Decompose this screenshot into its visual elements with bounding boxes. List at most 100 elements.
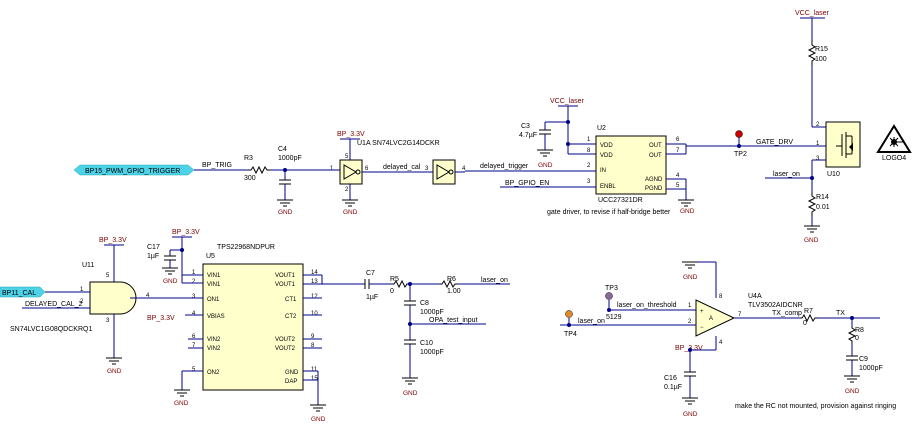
u1-num-3: 3 <box>425 166 429 172</box>
u5-pin-vout2b: VOUT2 <box>275 346 296 352</box>
gnd-c10-label: GND <box>403 390 418 397</box>
u5-ref: U5 <box>206 253 215 260</box>
u5-body <box>202 263 304 391</box>
laser-on-r6-label: laser_on <box>481 277 508 284</box>
gnd-u4-label: GND <box>683 274 698 281</box>
u4-num-1: 1 <box>688 303 692 309</box>
gnd-u5-label: GND <box>174 400 189 407</box>
tx-label: TX <box>836 310 845 317</box>
u5-num-6: 6 <box>192 334 196 340</box>
r5-ref: R5 <box>390 276 399 283</box>
u10-pin-1: 1 <box>816 141 820 147</box>
r15-ref: R15 <box>815 46 828 53</box>
u2-body <box>595 135 667 195</box>
gnd-u11-label: GND <box>107 368 122 375</box>
ic-u4a: GND U4A TLV3502AIDCNR + − A 8 1 2 7 4 BP… <box>664 261 803 418</box>
u11-num-2: 2 <box>80 299 84 305</box>
tp4-testpoint <box>565 310 573 318</box>
u5-num-1: 1 <box>192 270 196 276</box>
u2-pin-vdd1: VDD <box>600 143 613 149</box>
bp-trig-label: BP_TRIG <box>202 162 232 169</box>
c17-value: 1µF <box>147 253 159 260</box>
u5-pin-vin2b: VIN2 <box>207 346 221 352</box>
u5-pin-vin1a: VIN1 <box>207 273 221 279</box>
u1-gate-a <box>339 159 363 185</box>
c8-value: 1000pF <box>420 309 444 316</box>
u5-num-11: 11 <box>311 367 318 373</box>
delayed-trigger-label: delayed_trigger <box>480 163 529 170</box>
u2-num-5: 5 <box>676 183 680 189</box>
capacitor-c3: C3 4.7µF GND <box>519 122 553 169</box>
u5-num-4: 4 <box>192 311 196 317</box>
u5-num-12: 12 <box>311 294 318 300</box>
bp11-offpage-connector[interactable] <box>0 286 46 298</box>
r3-ref: R3 <box>244 155 253 162</box>
ic-u5: U5 TPS22968NDPUR VIN1 VIN1 ON1 VBIAS VIN… <box>147 244 365 423</box>
gnd-u1-label: GND <box>343 209 358 216</box>
gnd-c4-label: GND <box>278 209 293 216</box>
tp3-label: TP3 <box>605 285 618 292</box>
c7-value: 1µF <box>366 294 378 301</box>
cap-c17: BP_3.3V C17 1µF GND <box>147 229 200 285</box>
u5-num-10: 10 <box>311 311 318 317</box>
u5-pin-dap: DAP <box>285 379 297 385</box>
tx-net: TX_comp R7 0 TX R8 0 C9 1000pF GND <box>734 308 883 395</box>
u5-pin-vin2a: VIN2 <box>207 337 221 343</box>
u4-num-8: 8 <box>719 294 723 300</box>
u5-num-2: 2 <box>192 279 196 285</box>
laser-on-tp4-label: laser_on <box>578 318 605 325</box>
r-5129-label: 5129 <box>606 314 622 321</box>
laser-warning-logo: LOGO4 <box>876 124 912 162</box>
laser-on-u10-net: laser_on <box>765 159 826 192</box>
u2-num-3: 3 <box>587 179 591 185</box>
r8-value: 0 <box>855 335 859 342</box>
u5-pin-vout2a: VOUT2 <box>275 337 296 343</box>
u5-num-15: 15 <box>311 376 318 382</box>
u5-num-8: 8 <box>311 343 315 349</box>
u10-ref: U10 <box>827 171 840 178</box>
u1-num-4: 4 <box>462 166 466 172</box>
c4-value: 1000pF <box>278 155 302 162</box>
bp11-cal-net: BP11_CAL DELAYED_CAL_2 <box>0 286 90 309</box>
u1-num-6: 6 <box>365 166 369 172</box>
bp33-c17-label: BP_3.3V <box>172 229 200 236</box>
u4-a-marker: A <box>709 316 713 322</box>
u2-pin-vdd2: VDD <box>600 153 613 159</box>
ic-u1a: BP_3.3V U1A SN74LVC2G14DCKR 1 6 3 4 5 2 … <box>330 131 466 216</box>
u5-pin-ct1: CT1 <box>285 297 297 303</box>
r14-ref: R14 <box>816 194 829 201</box>
u2-num-2: 2 <box>587 163 591 169</box>
u5-pin-vout1b: VOUT1 <box>275 282 296 288</box>
r8-ref: R8 <box>855 327 864 334</box>
u4-ref: U4A <box>748 293 762 300</box>
gnd-c17-label: GND <box>163 278 178 285</box>
tp4-label: TP4 <box>564 331 577 338</box>
u5-num-3: 3 <box>192 294 196 300</box>
tp2-testpoint <box>735 130 743 138</box>
bp11-cal-label: BP11_CAL <box>2 290 36 297</box>
laser-on-u10-label: laser_on <box>773 171 800 178</box>
c17-ref: C17 <box>147 244 160 251</box>
u11-ref: U11 <box>82 262 94 269</box>
tp3-testpoint <box>605 292 613 300</box>
rc-note: make the RC not mounted, provision again… <box>735 403 896 410</box>
c4-ref: C4 <box>278 146 287 153</box>
u5-num-13: 13 <box>311 279 318 285</box>
u4-body <box>695 299 736 337</box>
u5-part: TPS22968NDPUR <box>217 244 275 251</box>
vcc-laser-top-label: VCC_laser <box>795 10 830 17</box>
laser-on-tp4-net: laser_on TP4 <box>560 310 696 338</box>
tx-comp-label: TX_comp <box>772 310 802 317</box>
u5-pin-ct2: CT2 <box>285 314 297 320</box>
u1-gate-b <box>432 159 456 185</box>
c3-ref: C3 <box>521 123 530 130</box>
gnd-c3-label: GND <box>538 162 553 169</box>
vcc-laser-mid-label: VCC_laser <box>550 98 585 105</box>
resistor-r14: R14 0.01 GND <box>804 192 830 244</box>
r5-value: 0 <box>390 288 394 295</box>
ic-u11: BP_3.3V U11 5 1 2 4 3 GND SN74LVC1G08QDC… <box>10 237 150 375</box>
c10-value: 1000pF <box>420 349 444 356</box>
u2-part: UCC27321DR <box>598 197 643 204</box>
u10-pin-3: 3 <box>816 156 820 162</box>
